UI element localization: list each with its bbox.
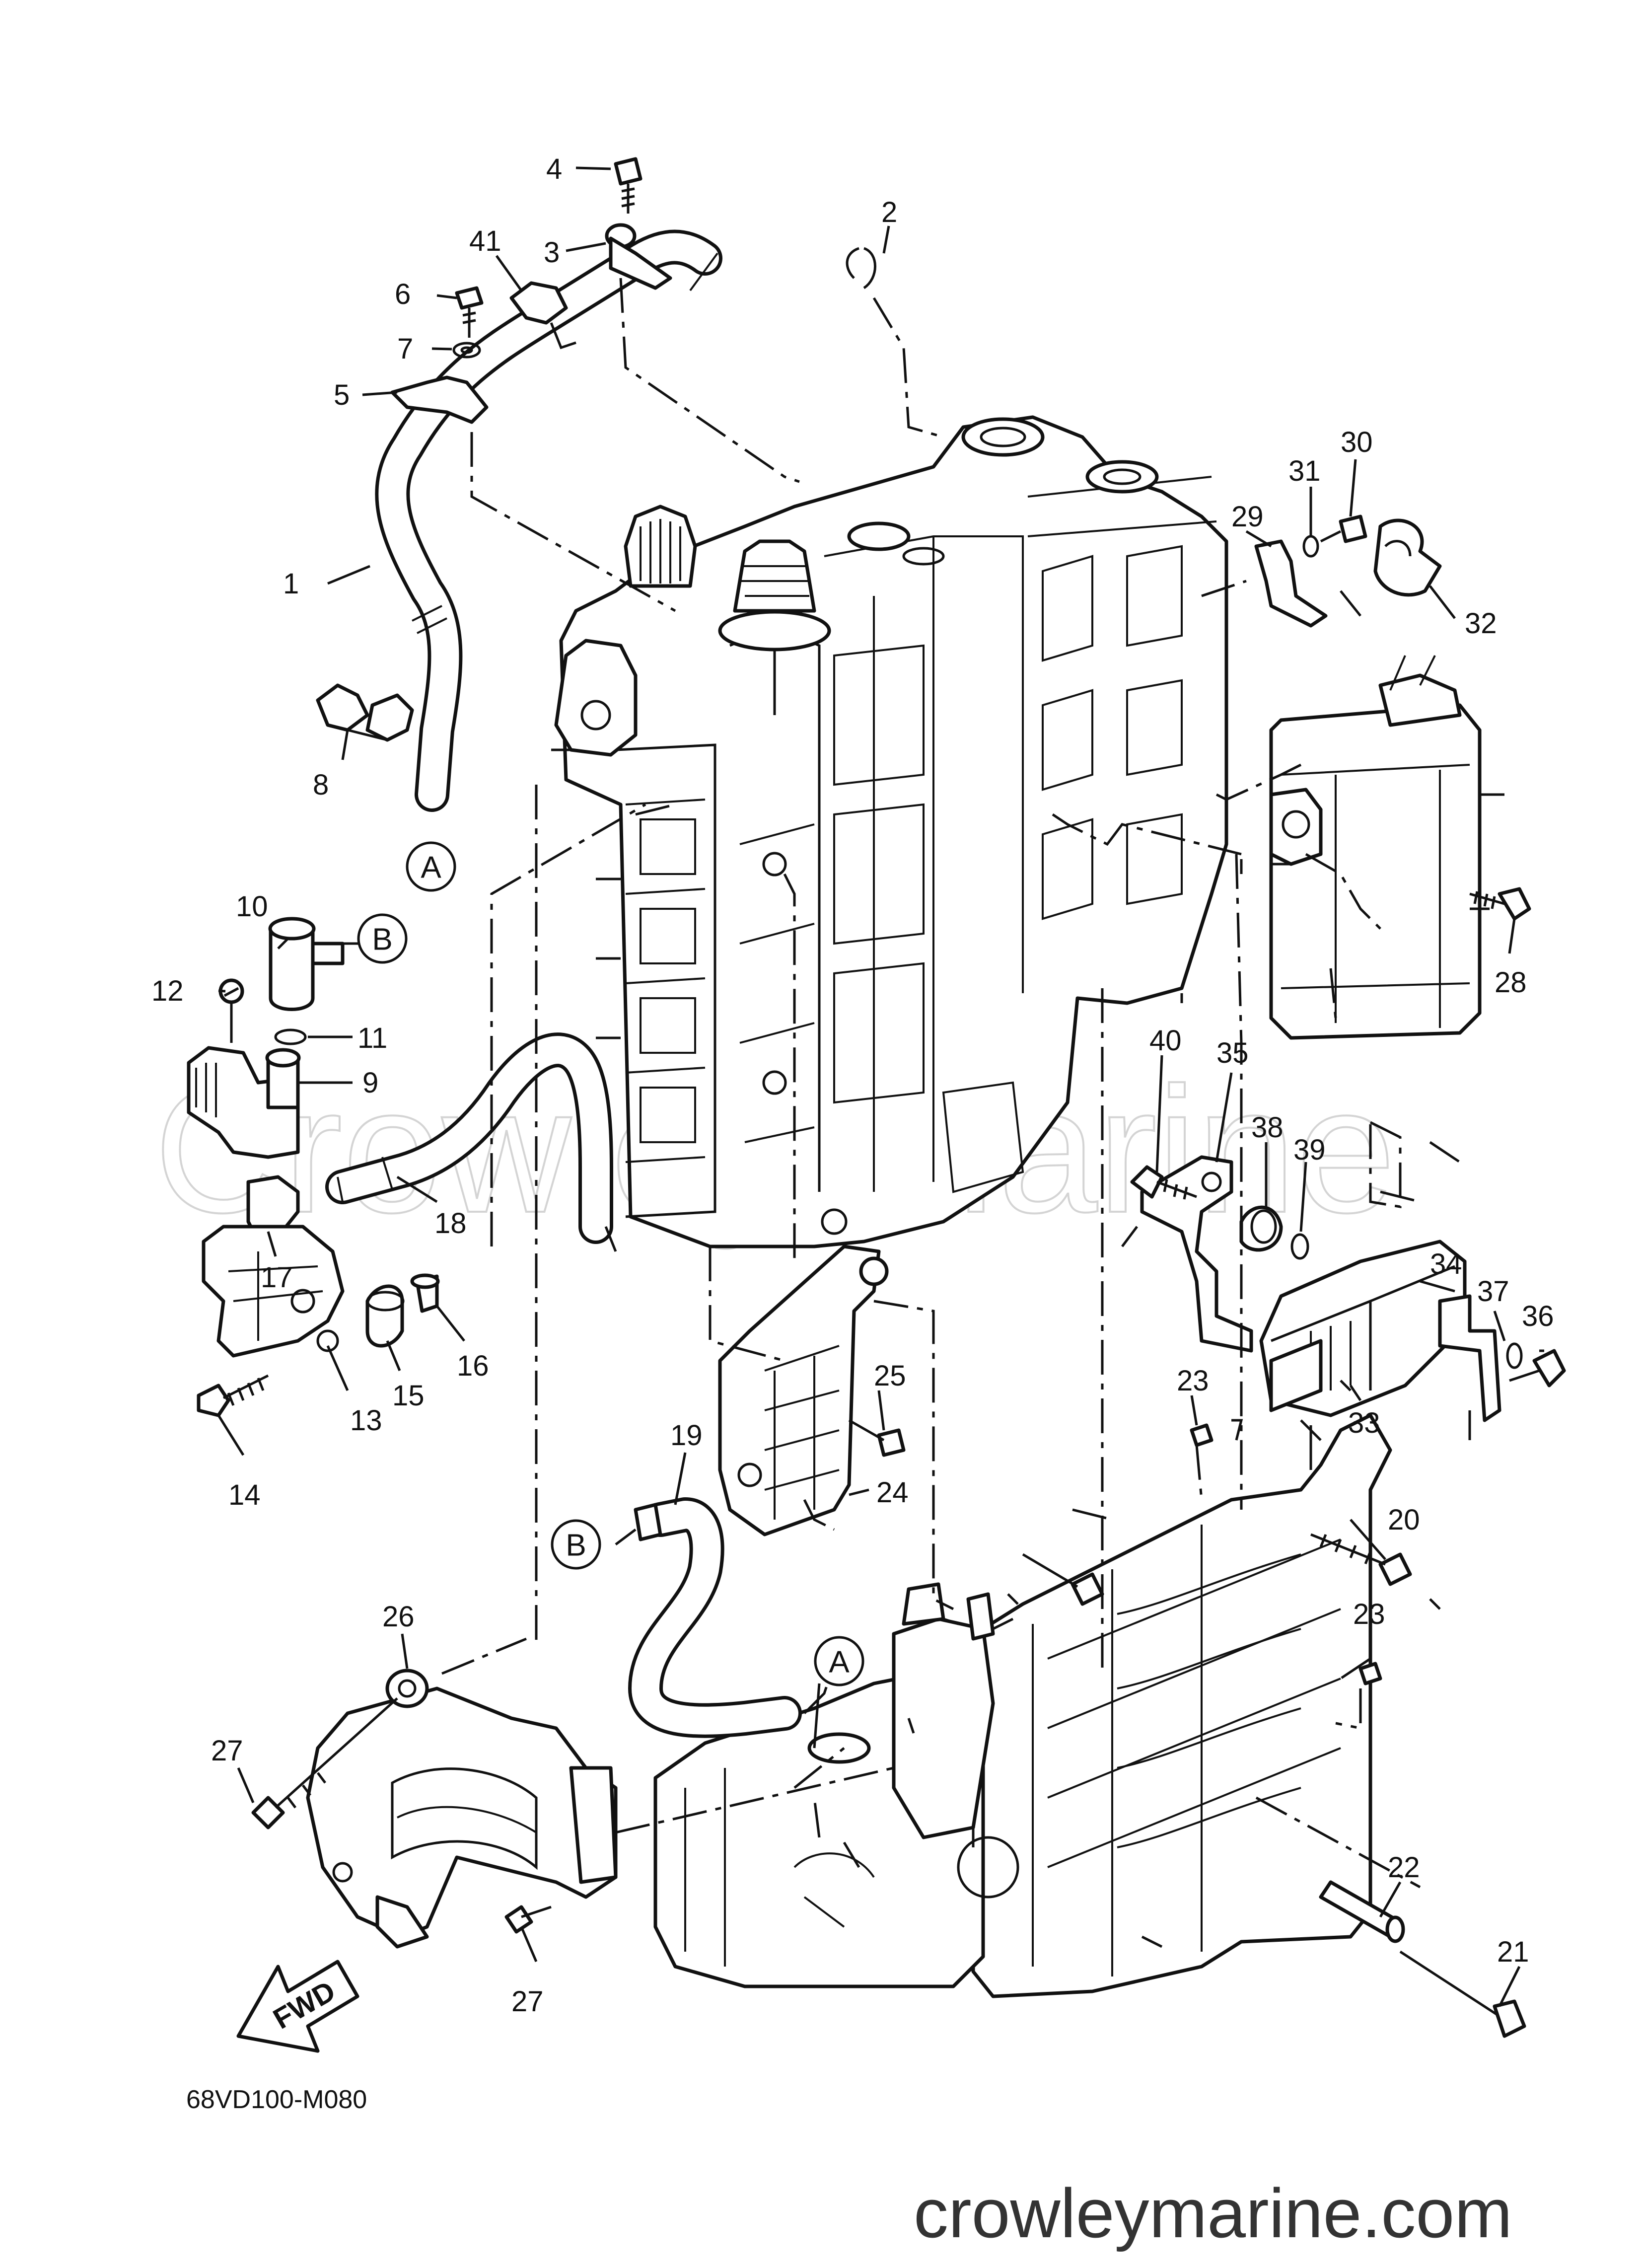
relay-bracket-assembly [1130, 1155, 1566, 1422]
ref-marker-a-top: A [406, 841, 456, 892]
callout-8: 8 [313, 769, 329, 801]
callout-7: 7 [397, 333, 413, 365]
callout-38: 38 [1251, 1111, 1284, 1144]
callout-11: 11 [357, 1022, 387, 1054]
intake-silencer [306, 1669, 618, 1949]
alignment-lines [441, 278, 1471, 1948]
site-url: crowleymarine.com [914, 2174, 1512, 2252]
callout-4: 4 [546, 153, 562, 185]
callout-2: 2 [881, 196, 897, 228]
callout-27-upper: 27 [211, 1735, 243, 1767]
callout-12: 12 [151, 975, 184, 1007]
callout-30: 30 [1341, 426, 1373, 458]
ref-marker-b-bottom: B [551, 1519, 601, 1570]
callout-numbers: 1 2 3 4 5 6 7 8 9 10 11 12 13 14 15 16 1… [151, 153, 1554, 2018]
callout-16: 16 [457, 1350, 489, 1382]
callout-20: 20 [1388, 1504, 1420, 1536]
svg-text:A: A [421, 851, 441, 885]
callout-14: 14 [228, 1479, 261, 1511]
callout-6: 6 [395, 278, 411, 310]
callout-25: 25 [874, 1360, 906, 1392]
callout-36: 36 [1522, 1300, 1554, 1332]
callout-34: 34 [1430, 1248, 1462, 1280]
callout-1: 1 [283, 568, 299, 600]
callout-18: 18 [434, 1207, 467, 1240]
svg-text:B: B [372, 923, 392, 957]
callout-32: 32 [1465, 607, 1497, 640]
hardware-top [316, 157, 1531, 921]
svg-text:B: B [566, 1529, 586, 1563]
callout-29: 29 [1231, 501, 1264, 533]
callout-28: 28 [1495, 966, 1527, 999]
callout-10: 10 [236, 890, 268, 923]
callout-27-lower: 27 [511, 1985, 544, 2018]
fwd-arrow-icon: FWD [236, 1960, 359, 2053]
callout-5: 5 [334, 379, 350, 411]
hoses [325, 229, 802, 1738]
callout-33: 33 [1348, 1407, 1380, 1439]
cylinder-block [551, 415, 1228, 1248]
callout-13: 13 [350, 1404, 382, 1437]
callout-9: 9 [362, 1067, 378, 1099]
callout-31: 31 [1288, 455, 1321, 487]
fuel-filter-bracket [718, 1244, 889, 1536]
callout-22: 22 [1388, 1851, 1420, 1884]
callout-24: 24 [876, 1476, 909, 1509]
callout-15: 15 [392, 1380, 425, 1412]
callout-17: 17 [261, 1261, 293, 1294]
ref-marker-a-bottom: A [814, 1636, 864, 1686]
small-parts-left [187, 917, 440, 1417]
ref-marker-b-top: B [357, 913, 408, 964]
callout-39: 39 [1293, 1134, 1326, 1166]
callout-19: 19 [670, 1419, 703, 1452]
callout-23-lower: 23 [1353, 1598, 1385, 1630]
reference-markers: A A B B [357, 841, 864, 1686]
callout-37: 37 [1477, 1275, 1509, 1308]
callout-35: 35 [1216, 1037, 1249, 1069]
callout-40: 40 [1149, 1024, 1182, 1057]
callout-3: 3 [544, 236, 560, 269]
callout-41: 41 [469, 225, 501, 257]
callout-21: 21 [1497, 1936, 1529, 1968]
callout-26: 26 [382, 1601, 415, 1633]
leader-lines [217, 166, 1544, 2007]
electrical-box [1269, 655, 1504, 1040]
hardware-bottom [251, 1419, 1526, 2038]
drawing-code: 68VD100-M080 [186, 2085, 367, 2114]
svg-text:A: A [829, 1645, 850, 1680]
callout-23-upper: 23 [1177, 1365, 1209, 1397]
